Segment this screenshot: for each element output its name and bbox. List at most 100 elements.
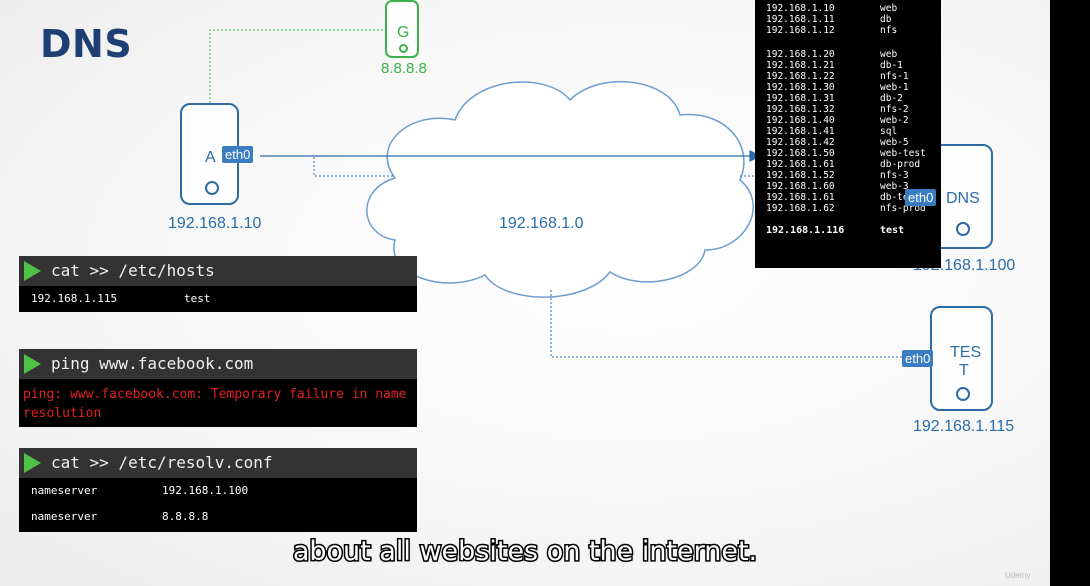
terminal-output: 192.168.1.115 test (19, 286, 417, 312)
dns-host-row: 192.168.1.41 sql (766, 126, 936, 137)
host-a-indicator-icon (205, 181, 219, 195)
dns-host-name: db-test (880, 192, 921, 203)
dns-host-ip: 192.168.1.116 (766, 225, 845, 236)
terminal-etc-hosts: cat >> /etc/hosts 192.168.1.115 test (19, 256, 417, 312)
dns-host-row: 192.168.1.42 web-5 (766, 137, 936, 148)
network-ip: 192.168.1.0 (499, 215, 584, 232)
terminal-ping: ping www.facebook.com ping: www.facebook… (19, 349, 417, 427)
dns-host-name: web-2 (880, 115, 909, 126)
terminal-output: nameserver 192.168.1.100 nameserver 8.8.… (19, 478, 417, 532)
host-a-ip: 192.168.1.10 (168, 215, 262, 232)
terminal-command: cat >> /etc/resolv.conf (51, 453, 273, 472)
test-host-indicator-icon (956, 387, 970, 401)
host-a-device: A (180, 103, 239, 205)
dns-host-row: 192.168.1.62 nfs-prod (766, 203, 936, 214)
dns-host-name: nfs-2 (880, 104, 909, 115)
subtitle-caption: about all websites on the internet. (291, 535, 758, 569)
gateway-name: G (397, 24, 410, 41)
dns-host-name: web-1 (880, 82, 909, 93)
dns-host-ip: 192.168.1.22 (766, 71, 835, 82)
dns-host-row: 192.168.1.50 web-test (766, 148, 936, 159)
play-icon (24, 354, 41, 374)
dns-server-indicator-icon (956, 222, 970, 236)
dns-host-row: 192.168.1.10 web (766, 3, 936, 14)
dns-host-ip: 192.168.1.52 (766, 170, 835, 181)
dns-host-row: 192.168.1.52 nfs-3 (766, 170, 936, 181)
dns-host-row: 192.168.1.60 web-3 (766, 181, 936, 192)
terminal-error-output: ping: www.facebook.com: Temporary failur… (19, 379, 417, 427)
dns-server-name: DNS (946, 190, 980, 207)
dns-host-ip: 192.168.1.21 (766, 60, 835, 71)
dns-host-name: web (880, 49, 898, 60)
test-host-ip: 192.168.1.115 (913, 418, 1015, 435)
dns-server-eth0-label: eth0 (905, 189, 937, 206)
udemy-watermark: Udemy (1005, 571, 1031, 580)
dns-host-ip: 192.168.1.20 (766, 49, 835, 60)
dns-host-ip: 192.168.1.50 (766, 148, 835, 159)
dns-host-ip: 192.168.1.42 (766, 137, 835, 148)
terminal-row: nameserver 8.8.8.8 (19, 504, 417, 530)
hosts-entry-ip: 192.168.1.115 (31, 292, 118, 305)
dns-host-row: 192.168.1.20 web (766, 49, 936, 60)
dns-host-name: web-test (880, 148, 926, 159)
gateway-device: G (385, 0, 419, 58)
dns-host-name: db-prod (880, 159, 921, 170)
terminal-command: cat >> /etc/hosts (51, 261, 215, 280)
network-cloud (366, 80, 754, 298)
dns-host-ip: 192.168.1.12 (766, 25, 835, 36)
dns-host-ip: 192.168.1.31 (766, 93, 835, 104)
dns-host-ip: 192.168.1.40 (766, 115, 835, 126)
test-host-name-line1: TES (950, 344, 982, 361)
dns-host-ip: 192.168.1.60 (766, 181, 835, 192)
slide: DNS G 8.8.8.8 A eth0 192.168.1.10 192.16… (0, 0, 1050, 586)
dns-host-name: db (880, 14, 892, 25)
dns-host-row: 192.168.1.21 db-1 (766, 60, 936, 71)
terminal-command: ping www.facebook.com (51, 354, 254, 373)
dns-host-row: 192.168.1.22 nfs-1 (766, 71, 936, 82)
terminal-command-bar: cat >> /etc/hosts (19, 256, 417, 286)
dns-host-row: 192.168.1.40 web-2 (766, 115, 936, 126)
dns-host-row: 192.168.1.116 test (766, 225, 936, 236)
test-host-name-line2: T (959, 362, 969, 379)
dns-host-name: web-3 (880, 181, 909, 192)
play-icon (24, 453, 41, 473)
hosts-entry-name: test (184, 292, 211, 305)
resolv-key: nameserver (31, 484, 98, 497)
terminal-row: 192.168.1.115 test (19, 286, 417, 312)
resolv-key: nameserver (31, 510, 98, 523)
dns-host-row: 192.168.1.61 db-prod (766, 159, 936, 170)
dns-host-ip: 192.168.1.61 (766, 159, 835, 170)
dns-host-ip: 192.168.1.11 (766, 14, 835, 25)
dns-host-row: 192.168.1.61 db-test (766, 192, 936, 203)
terminal-resolv-conf: cat >> /etc/resolv.conf nameserver 192.1… (19, 448, 417, 532)
dns-host-row: 192.168.1.11 db (766, 14, 936, 25)
dns-host-ip: 192.168.1.62 (766, 203, 835, 214)
dns-host-name: sql (880, 126, 898, 137)
test-host-device: TES T (930, 306, 993, 411)
dns-host-name: nfs-3 (880, 170, 909, 181)
dns-host-name: web-5 (880, 137, 909, 148)
play-icon (24, 261, 41, 281)
terminal-command-bar: ping www.facebook.com (19, 349, 417, 379)
terminal-row: nameserver 192.168.1.100 (19, 478, 417, 504)
dns-host-name: web (880, 3, 898, 14)
test-host-eth0-label: eth0 (902, 350, 934, 367)
dns-host-ip: 192.168.1.41 (766, 126, 835, 137)
dns-host-name: nfs-prod (880, 203, 926, 214)
dns-host-name: test (880, 225, 905, 236)
host-a-name: A (205, 149, 216, 166)
dns-host-ip: 192.168.1.61 (766, 192, 835, 203)
terminal-command-bar: cat >> /etc/resolv.conf (19, 448, 417, 478)
gateway-indicator-icon (399, 44, 408, 53)
dns-host-name: db-1 (880, 60, 903, 71)
host-a-eth0-label: eth0 (222, 146, 254, 163)
resolv-value: 8.8.8.8 (162, 510, 209, 523)
resolv-value: 192.168.1.100 (162, 484, 249, 497)
dns-host-name: nfs-1 (880, 71, 909, 82)
dns-host-ip: 192.168.1.10 (766, 3, 835, 14)
